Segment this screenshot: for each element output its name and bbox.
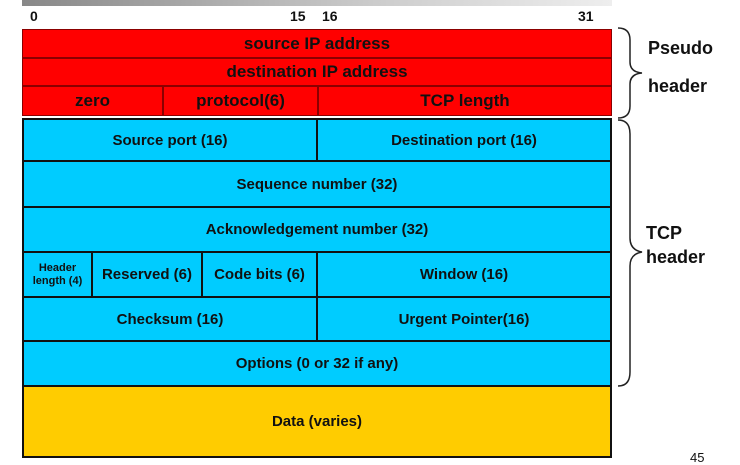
source-ip-field: source IP address	[22, 29, 612, 58]
acknowledgement-number-field: Acknowledgement number (32)	[22, 206, 612, 253]
source-port-field: Source port (16)	[22, 118, 318, 162]
header-length-line2: length (4)	[32, 274, 83, 287]
page-number: 45	[690, 450, 705, 465]
pseudo-label-line2: header	[648, 76, 708, 96]
pseudo-header-brace	[617, 27, 643, 119]
tcp-label-line2: header	[646, 247, 706, 267]
zero-field: zero	[22, 86, 163, 116]
tcp-label-line1: TCP	[646, 223, 682, 243]
code-bits-field: Code bits (6)	[201, 251, 318, 298]
bit-label-16: 16	[322, 8, 338, 24]
data-field: Data (varies)	[22, 385, 612, 458]
destination-ip-field: destination IP address	[22, 58, 612, 86]
pseudo-label-line1: Pseudo	[648, 38, 714, 58]
destination-port-field: Destination port (16)	[316, 118, 612, 162]
urgent-pointer-field: Urgent Pointer(16)	[316, 296, 612, 342]
tcp-length-field: TCP length	[318, 86, 612, 116]
options-field: Options (0 or 32 if any)	[22, 340, 612, 387]
tcp-header-brace	[617, 119, 643, 387]
bit-label-31: 31	[578, 8, 594, 24]
bit-label-0: 0	[30, 8, 38, 24]
checksum-field: Checksum (16)	[22, 296, 318, 342]
header-length-line1: Header	[38, 261, 77, 274]
header-length-field: Header length (4)	[22, 251, 93, 298]
reserved-field: Reserved (6)	[91, 251, 203, 298]
top-rule	[22, 0, 612, 6]
window-field: Window (16)	[316, 251, 612, 298]
protocol-field: protocol(6)	[163, 86, 318, 116]
sequence-number-field: Sequence number (32)	[22, 160, 612, 208]
bit-label-15: 15	[290, 8, 306, 24]
